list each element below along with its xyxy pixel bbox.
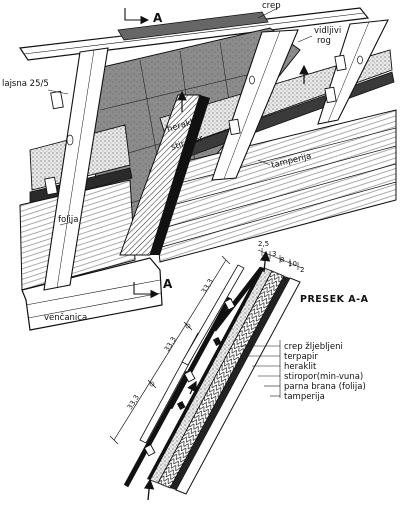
tile-2 bbox=[167, 296, 233, 410]
top-dim-1: 2,5 bbox=[258, 240, 269, 248]
ridge-tiles bbox=[117, 11, 269, 41]
section-marker-top-label: A bbox=[153, 11, 163, 25]
isometric-view: A A crep vidljivi rog lajsna 25/5 herakl… bbox=[2, 1, 397, 331]
section-marker-top: A bbox=[124, 8, 163, 25]
layer-parna-brana bbox=[170, 276, 290, 490]
section-a-a: 33,3 33,3 33,3 2,5 3 8 10 2 PRESEK A-A bbox=[109, 240, 369, 501]
top-dim-4: 10 bbox=[288, 260, 297, 268]
dim-3: 33,3 bbox=[200, 278, 215, 295]
section-marker-bottom-label: A bbox=[163, 277, 173, 291]
layer-label-stiropor: stiropor(min-vuna) bbox=[284, 372, 363, 382]
section-title: PRESEK A-A bbox=[300, 294, 369, 305]
dim-1: 33,3 bbox=[126, 394, 141, 411]
label-ventanica: venčanica bbox=[44, 312, 87, 323]
top-dim-3: 8 bbox=[280, 256, 284, 264]
wall-plate bbox=[21, 257, 163, 331]
top-dim-2: 3 bbox=[272, 250, 276, 258]
dimension-chain bbox=[109, 255, 231, 445]
label-crep: crep bbox=[262, 1, 281, 11]
layer-terpapir bbox=[147, 267, 264, 480]
top-dim-5: 2 bbox=[300, 266, 304, 274]
layer-label-tamperija: tamperija bbox=[284, 392, 325, 402]
layer-label-heraklit: heraklit bbox=[284, 362, 317, 372]
label-lajsna: lajsna 25/5 bbox=[2, 79, 49, 89]
cut-section-edge bbox=[150, 95, 210, 255]
layer-label-terpapir: terpapir bbox=[284, 352, 318, 362]
label-rog: rog bbox=[317, 36, 331, 46]
rafter-left bbox=[43, 47, 109, 291]
dim-2: 33,3 bbox=[163, 336, 178, 353]
layer-label-crep: crep žljebljeni bbox=[284, 342, 343, 352]
label-vidljivi: vidljivi bbox=[314, 26, 341, 36]
section-marker-bottom: A bbox=[133, 277, 173, 299]
label-folija: folija bbox=[58, 215, 79, 225]
rafter-middle bbox=[211, 29, 299, 181]
layer-label-parna-brana: parna brana (folija) bbox=[284, 382, 366, 392]
layer-heraklit bbox=[149, 267, 273, 484]
tile-3 bbox=[212, 266, 264, 332]
